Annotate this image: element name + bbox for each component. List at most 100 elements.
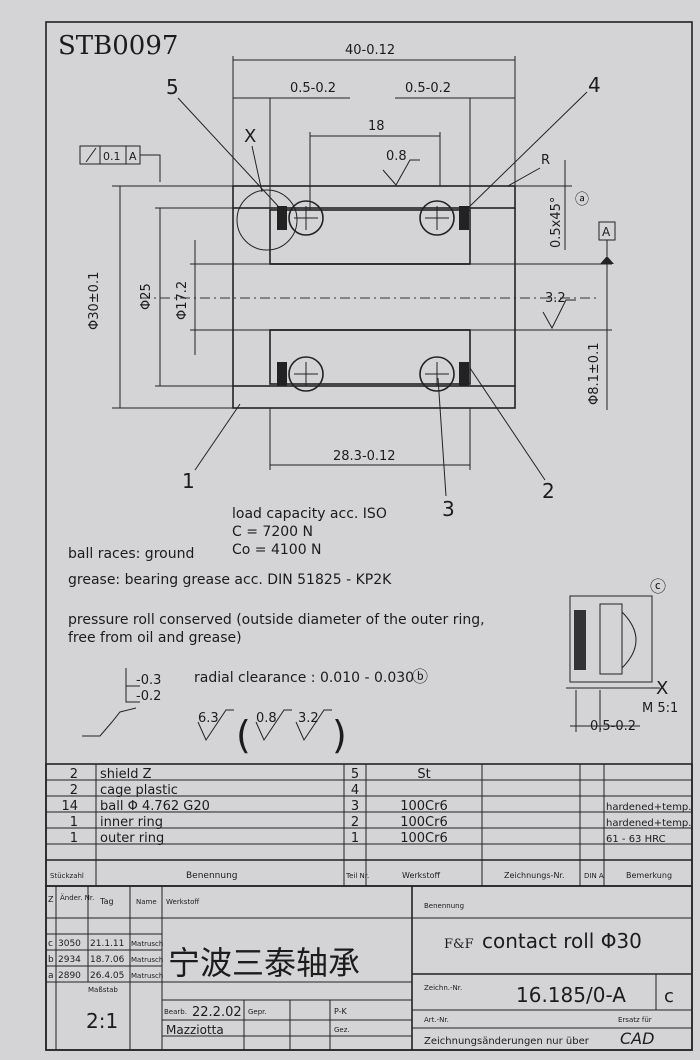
note-pressure-1: pressure roll conserved (outside diamete…	[68, 612, 485, 628]
callouts: 5 X 4 1 2 3	[166, 73, 601, 521]
rev-h1: Änder. Nr.	[60, 893, 94, 902]
dim-offset-right: 0.5-0.2	[405, 81, 451, 96]
note-pressure-2: free from oil and grease)	[68, 630, 242, 646]
revision-cell: Matrusch	[131, 956, 163, 964]
bearb-label: Bearb.	[164, 1008, 187, 1016]
parts-cell-pos: 2	[351, 815, 359, 830]
drawing-number: 16.185/0-A	[516, 983, 626, 1007]
art-label: Art.-Nr.	[424, 1016, 449, 1024]
parts-cell-qty: 2	[70, 767, 78, 782]
revision-cell: Matrusch	[131, 940, 163, 948]
pk-label: P-K	[334, 1007, 348, 1016]
dim-ring-width: 28.3-0.12	[333, 449, 396, 464]
circle-b: ⓑ	[412, 667, 428, 686]
ball-top-right	[419, 200, 455, 236]
ball-bottom-right	[419, 356, 455, 392]
parts-cell-material: 100Cr6	[400, 799, 448, 814]
note-grease: grease: bearing grease acc. DIN 51825 - …	[68, 572, 392, 588]
drafter-name: Mazziotta	[166, 1023, 224, 1037]
roughness-top: 0.8	[386, 149, 407, 164]
parts-cell-qty: 2	[70, 783, 78, 798]
shield-top-left	[277, 206, 287, 230]
ersatz-label: Ersatz für	[618, 1016, 652, 1024]
gez-label: Gez.	[334, 1026, 350, 1034]
note-co-value: Co = 4100 N	[232, 542, 322, 558]
callout-5: 5	[166, 75, 179, 99]
hdr-benennung: Benennung	[186, 871, 237, 881]
runout-tol: 0.1	[103, 150, 121, 163]
parts-cell-material: 100Cr6	[400, 815, 448, 830]
detail-x-view: X M 5:1 0.5-0.2	[566, 595, 678, 734]
parts-cell-note: 61 - 63 HRC	[606, 834, 666, 845]
zeichn-label: Zeichn.-Nr.	[424, 984, 462, 992]
detail-circle-x	[236, 189, 298, 251]
company-watermark: 宁波三泰轴承	[168, 944, 360, 982]
parts-cell-name: shield Z	[100, 767, 152, 782]
parts-cell-name: cage plastic	[100, 783, 178, 798]
note-radial-clearance: radial clearance : 0.010 - 0.030	[194, 670, 414, 686]
parts-cell-qty: 14	[61, 799, 78, 814]
detail-dim: 0.5-0.2	[590, 719, 636, 734]
tol-lower: -0.2	[136, 689, 161, 704]
parts-cell-material: 100Cr6	[400, 831, 448, 846]
callout-x: X	[244, 126, 256, 147]
circle-a: ⓐ	[575, 192, 589, 208]
bearb-date: 22.2.02	[192, 1005, 242, 1020]
parts-cell-name: inner ring	[100, 815, 163, 830]
cad-label: CAD	[620, 1029, 654, 1048]
note-c-value: C = 7200 N	[232, 524, 313, 540]
rev-h3: Name	[136, 898, 157, 906]
notes: load capacity acc. ISO C = 7200 N Co = 4…	[68, 506, 666, 757]
drawing-title: contact roll Φ30	[482, 929, 642, 953]
rev-h0: Z	[48, 895, 54, 904]
hdr-teil-nr: Teil Nr.	[345, 872, 369, 880]
revision-cell: b	[48, 955, 54, 965]
rev-h2: Tag	[99, 897, 114, 906]
callout-2: 2	[542, 479, 555, 503]
circle-c: ⓒ	[650, 577, 666, 596]
svg-text:): )	[332, 713, 347, 757]
rough-63: 6.3	[198, 711, 219, 726]
shield-top-right	[459, 206, 469, 230]
parts-cell-name: ball Φ 4.762 G20	[100, 799, 210, 814]
revision-cell: 3050	[58, 939, 81, 949]
callout-3: 3	[442, 497, 455, 521]
revision-cell: 18.7.06	[90, 955, 125, 965]
sheet-code: STB0097	[58, 31, 178, 61]
bearing-section-view	[140, 185, 600, 409]
revision-cell: c	[48, 939, 53, 949]
parts-cell-pos: 3	[351, 799, 359, 814]
dim-offset-left: 0.5-0.2	[290, 81, 336, 96]
note-ball-races: ball races: ground	[68, 546, 194, 562]
revision-letter: c	[664, 986, 674, 1007]
callout-1: 1	[182, 469, 195, 493]
revision-cell: 2890	[58, 971, 81, 981]
roughness-63-symbol	[197, 709, 234, 742]
dim-bore-25: Φ25	[139, 283, 154, 310]
scale-value: 2:1	[86, 1009, 118, 1033]
outer-ring-bottom	[232, 385, 516, 409]
runout-datum: A	[129, 150, 137, 163]
radius-label: R	[541, 153, 550, 168]
revision-cell: 2934	[58, 955, 81, 965]
outer-ring-top	[232, 185, 516, 209]
datum-label: A	[602, 225, 611, 239]
svg-text:(: (	[236, 713, 251, 757]
edge-symbol	[82, 707, 137, 737]
detail-label: X	[656, 678, 668, 699]
ball-bottom-left	[288, 356, 324, 392]
dim-chamfer: 0.5x45°	[549, 197, 564, 248]
parts-cell-qty: 1	[70, 815, 78, 830]
revision-cell: a	[48, 971, 54, 981]
rev-h4: Werkstoff	[166, 898, 199, 906]
shield-bottom-left	[277, 362, 287, 386]
parts-cell-material: St	[417, 767, 430, 782]
dim-outer-dia: Φ30±0.1	[87, 272, 102, 330]
gepr-label: Gepr.	[248, 1008, 267, 1016]
roughness-top-symbol	[382, 159, 420, 186]
revision-cell: 21.1.11	[90, 939, 124, 949]
shield-bottom-right	[459, 362, 469, 386]
parts-cell-pos: 5	[351, 767, 359, 782]
dim-overall-width: 40-0.12	[345, 43, 395, 58]
parts-cell-name: outer ring	[100, 831, 164, 846]
